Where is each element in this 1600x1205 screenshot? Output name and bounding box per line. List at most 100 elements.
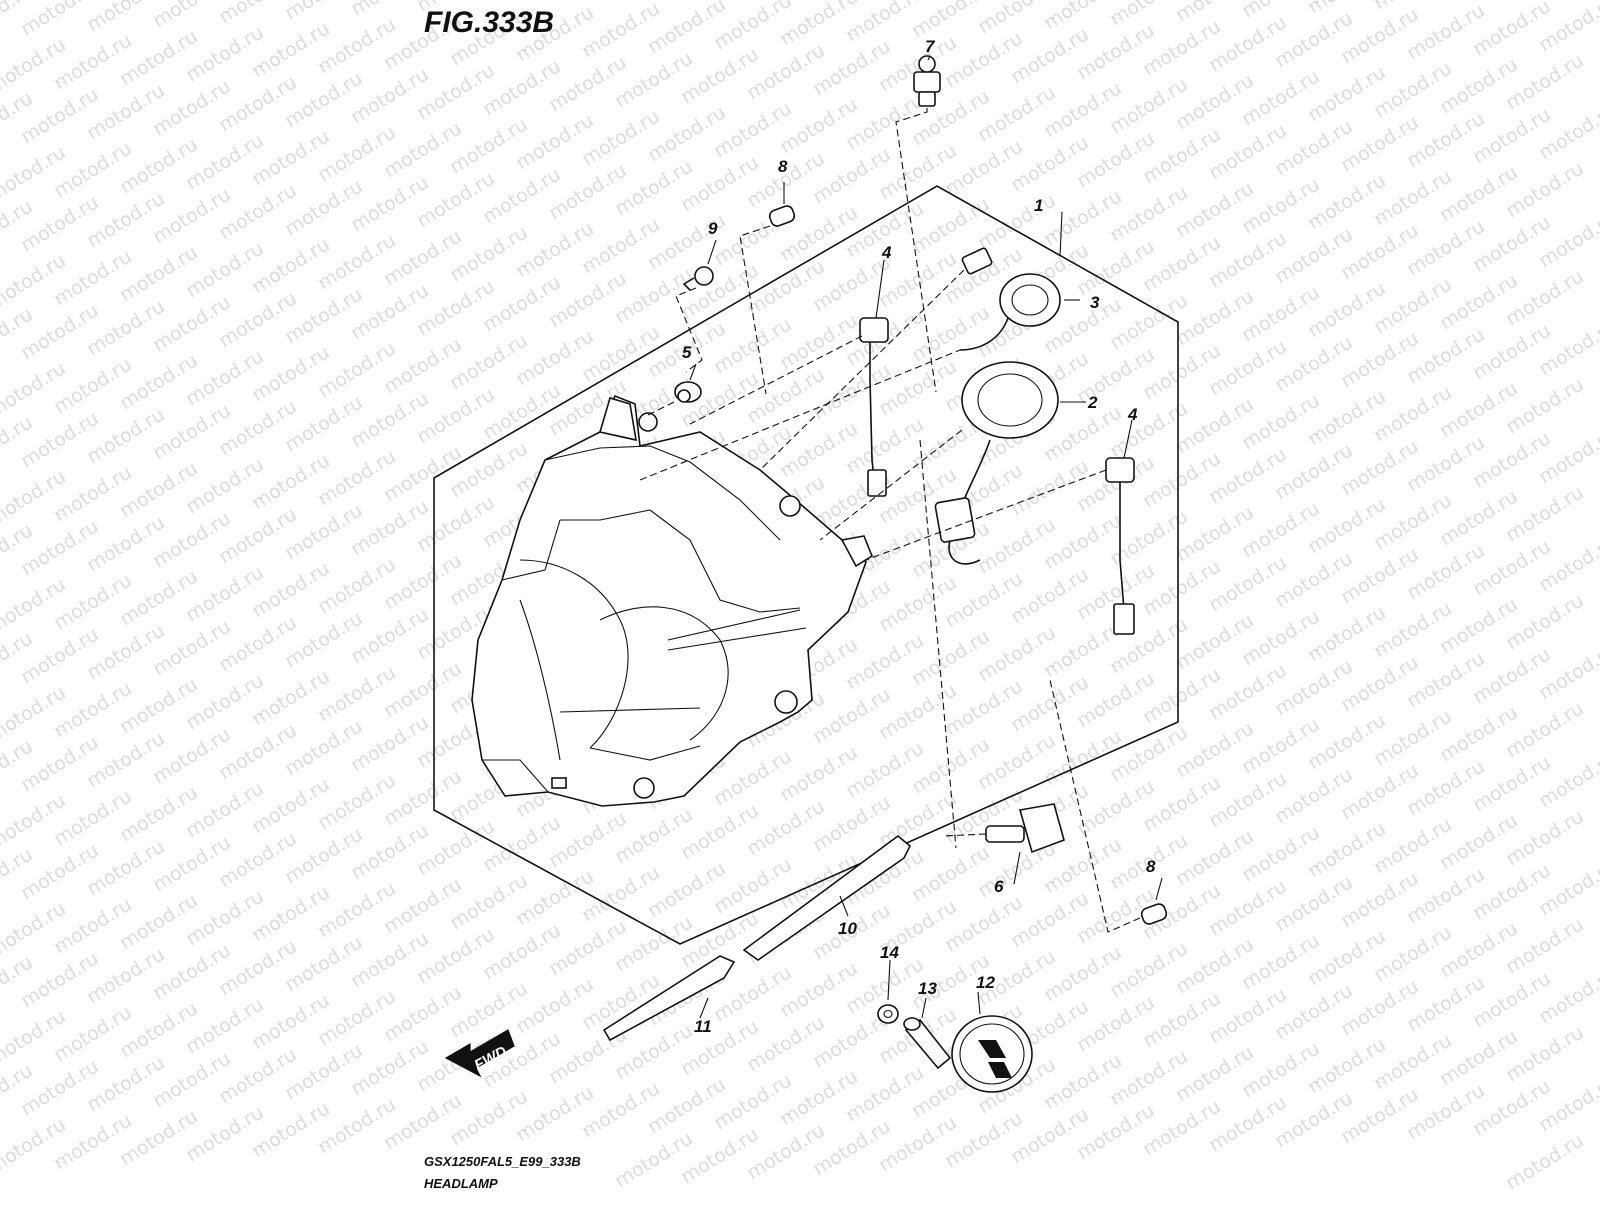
watermark-text: motod.ru xyxy=(941,891,1027,956)
watermark-text: motod.ru xyxy=(380,333,466,398)
watermark-text: motod.ru xyxy=(1271,979,1357,1044)
callout-1: 1 xyxy=(1034,196,1043,215)
watermark-text: motod.ru xyxy=(1271,439,1357,504)
watermark-text: motod.ru xyxy=(875,679,961,744)
watermark-text: motod.ru xyxy=(842,1061,928,1126)
watermark-text: motod.ru xyxy=(1139,987,1225,1052)
watermark-text: motod.ru xyxy=(842,413,928,478)
watermark-text: motod.ru xyxy=(116,997,202,1062)
watermark-text: motod.ru xyxy=(611,1127,697,1192)
watermark-text: motod.ru xyxy=(83,835,169,900)
watermark-text: motod.ru xyxy=(1502,481,1588,546)
callout-11: 11 xyxy=(694,1017,712,1036)
watermark-text: motod.ru xyxy=(1271,331,1357,396)
watermark-text: motod.ru xyxy=(149,1047,235,1112)
callouts: 1 2 3 4 4 5 6 7 8 8 9 10 11 12 13 14 xyxy=(682,37,1156,1036)
watermark-text: motod.ru xyxy=(83,619,169,684)
watermark-text: motod.ru xyxy=(1139,555,1225,620)
watermark-text: motod.ru xyxy=(215,827,301,892)
leader-lines xyxy=(689,55,1163,1019)
watermark-text: motod.ru xyxy=(50,29,136,94)
watermark-text: motod.ru xyxy=(1205,11,1291,76)
watermark-text: motod.ru xyxy=(1007,131,1093,196)
callout-8a: 8 xyxy=(778,157,788,176)
watermark-text: motod.ru xyxy=(1469,751,1555,816)
watermark-text: motod.ru xyxy=(479,379,565,444)
watermark-text: motod.ru xyxy=(248,1097,334,1162)
watermark-text: motod.ru xyxy=(578,213,664,278)
watermark-text: motod.ru xyxy=(677,1123,763,1188)
watermark-text: motod.ru xyxy=(149,723,235,788)
watermark-text: motod.ru xyxy=(116,133,202,198)
position-bulb-bottom xyxy=(1049,679,1168,933)
watermark-text: motod.ru xyxy=(941,1107,1027,1172)
emblem xyxy=(951,1015,1033,1093)
watermark-text: motod.ru xyxy=(677,1015,763,1080)
watermark-text: motod.ru xyxy=(314,769,400,834)
callout-5: 5 xyxy=(682,343,692,362)
watermark-text: motod.ru xyxy=(809,143,895,208)
watermark-text: motod.ru xyxy=(1337,3,1423,68)
callout-8b: 8 xyxy=(1146,857,1156,876)
watermark-text: motod.ru xyxy=(446,1085,532,1150)
watermark-text: motod.ru xyxy=(1172,717,1258,782)
watermark-text: motod.ru xyxy=(50,569,136,634)
watermark-text: motod.ru xyxy=(1271,1087,1357,1152)
watermark-text: motod.ru xyxy=(1139,1095,1225,1160)
watermark-text: motod.ru xyxy=(116,457,202,522)
watermark-text: motod.ru xyxy=(1370,273,1456,338)
watermark-text: motod.ru xyxy=(1073,19,1159,84)
callout-2: 2 xyxy=(1087,393,1098,412)
watermark-text: motod.ru xyxy=(182,129,268,194)
watermark-text: motod.ru xyxy=(743,1011,829,1076)
watermark-text: motod.ru xyxy=(1073,235,1159,300)
watermark-text: motod.ru xyxy=(1469,967,1555,1032)
watermark-text: motod.ru xyxy=(1139,339,1225,404)
watermark-text: motod.ru xyxy=(1370,921,1456,986)
watermark-text: motod.ru xyxy=(611,803,697,868)
watermark-text: motod.ru xyxy=(1172,933,1258,998)
watermark-text: motod.ru xyxy=(17,515,103,580)
watermark-text: motod.ru xyxy=(182,777,268,842)
watermark-text: motod.ru xyxy=(50,137,136,202)
watermark-text: motod.ru xyxy=(380,225,466,290)
watermark-text: motod.ru xyxy=(1040,77,1126,142)
watermark-text: motod.ru xyxy=(314,229,400,294)
watermark-text: motod.ru xyxy=(1139,123,1225,188)
watermark-text: motod.ru xyxy=(710,97,796,162)
watermark-text: motod.ru xyxy=(1403,107,1489,172)
watermark-text: motod.ru xyxy=(1073,343,1159,408)
watermark-text: motod.ru xyxy=(149,831,235,896)
watermark-text: motod.ru xyxy=(578,1077,664,1142)
watermark-text: motod.ru xyxy=(1436,485,1522,550)
watermark-text: motod.ru xyxy=(1502,805,1588,870)
watermark-text: motod.ru xyxy=(17,731,103,796)
watermark-text: motod.ru xyxy=(281,607,367,672)
watermark-text: motod.ru xyxy=(908,841,994,906)
watermark-text: motod.ru xyxy=(215,395,301,460)
watermark-text: motod.ru xyxy=(974,729,1060,794)
watermark-text: motod.ru xyxy=(1238,929,1324,994)
watermark-text: motod.ru xyxy=(743,363,829,428)
watermark-text: motod.ru xyxy=(842,737,928,802)
watermark-text: motod.ru xyxy=(1172,825,1258,890)
watermark-text: motod.ru xyxy=(380,117,466,182)
watermark-text: motod.ru xyxy=(611,47,697,112)
watermark-text: motod.ru xyxy=(1271,7,1357,72)
watermark-text: motod.ru xyxy=(941,675,1027,740)
socket-harness-left xyxy=(689,317,889,497)
watermark-text: motod.ru xyxy=(50,353,136,418)
watermark-text: motod.ru xyxy=(1073,127,1159,192)
watermark-text: motod.ru xyxy=(1139,771,1225,836)
watermark-text: motod.ru xyxy=(83,79,169,144)
watermark-text: motod.ru xyxy=(644,101,730,166)
watermark-text: motod.ru xyxy=(1040,725,1126,790)
watermark-text: motod.ru xyxy=(215,179,301,244)
headlight-bulb-bottom xyxy=(943,803,1065,854)
watermark-text: motod.ru xyxy=(1139,231,1225,296)
figure-code: GSX1250FAL5_E99_333B xyxy=(424,1154,581,1169)
watermark-text: motod.ru xyxy=(710,853,796,918)
position-bulb-top xyxy=(739,205,796,395)
trim-strip-upper xyxy=(742,834,911,961)
callout-9: 9 xyxy=(708,219,718,238)
